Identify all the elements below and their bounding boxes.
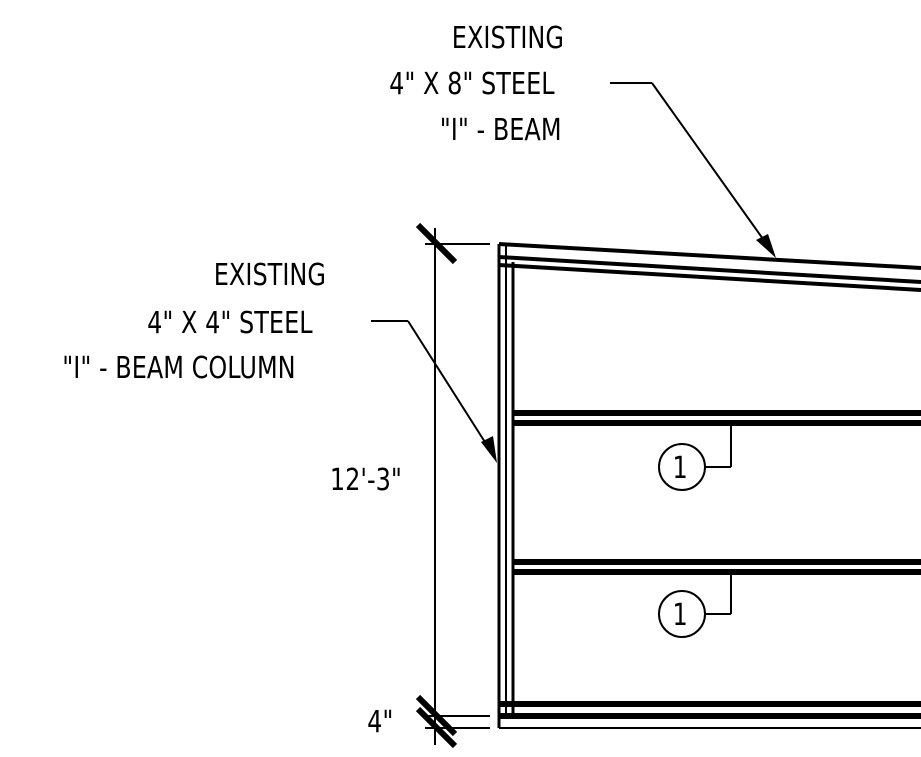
bottom-steel-member [499,701,921,729]
dimension-tick-top [415,222,458,265]
leader-arrowhead [756,234,776,258]
column-callout-line2: 4" X 4" STEEL [147,306,312,340]
column-leader [371,320,497,463]
horizontal-member-1 [513,410,921,426]
column-callout-line3: "I" - BEAM COLUMN [62,351,295,385]
top-beam-callout-line3: "I" - BEAM [440,113,562,147]
top-beam-callout-line1: EXISTING [452,21,564,55]
dimension-tick-bottom-1 [415,694,458,737]
detail-tag-2-number: 1 [672,598,687,632]
steel-column [497,243,515,728]
overall-height-dimension: 12'-3" [330,463,402,497]
detail-tag-2 [658,575,732,638]
column-callout-line1: EXISTING [214,258,326,292]
base-offset-dimension: 4" [367,705,393,739]
horizontal-member-2 [513,559,921,575]
detail-tag-1-number: 1 [672,451,687,485]
leader-arrowhead [481,436,497,463]
height-dimension [415,222,490,749]
top-beam-leader [610,82,776,258]
detail-tag-1 [658,426,732,491]
dimension-tick-bottom-2 [415,706,458,749]
top-steel-beam [498,242,921,292]
top-beam-callout-line2: 4" X 8" STEEL [389,67,554,101]
